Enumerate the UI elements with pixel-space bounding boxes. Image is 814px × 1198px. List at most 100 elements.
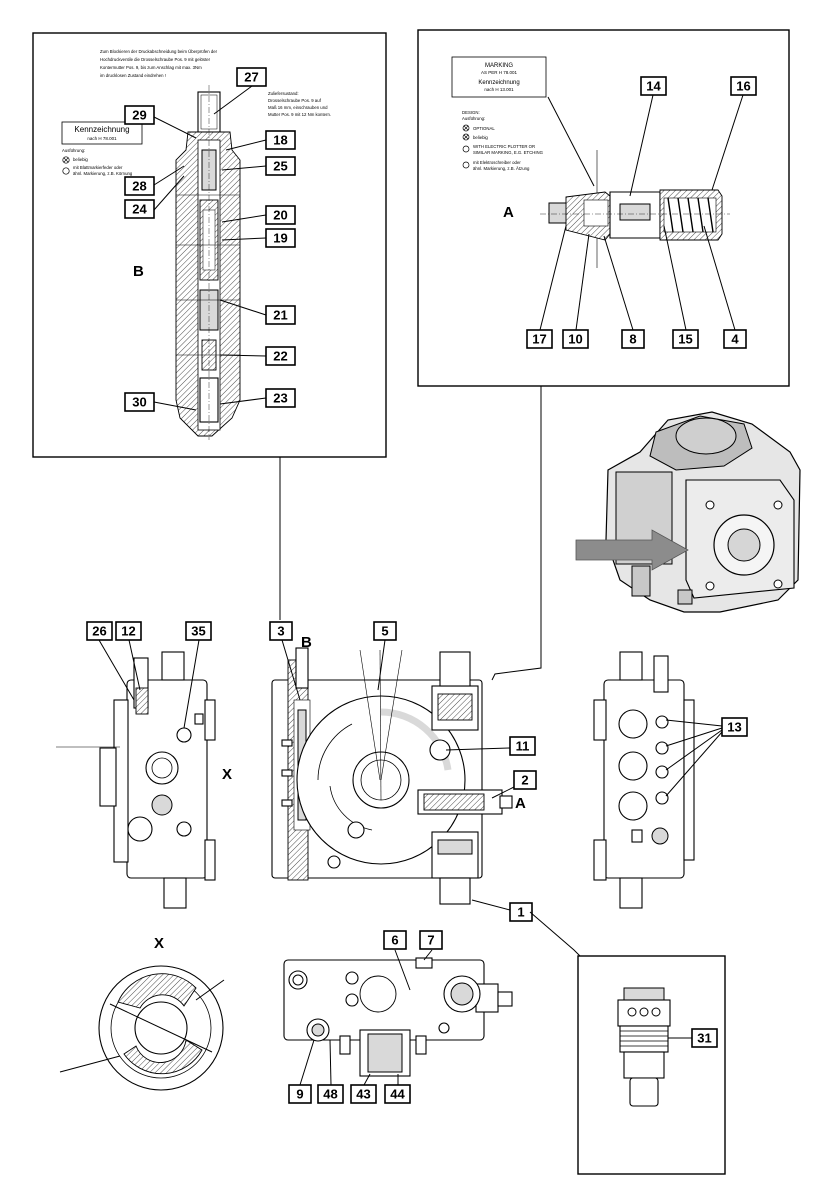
svg-text:6: 6 xyxy=(391,933,398,948)
label-11: 11 xyxy=(509,736,536,756)
label-16: 16 xyxy=(730,76,757,96)
detail-31-view: 31 xyxy=(529,911,726,1175)
marking-sub: nach H 78.001 xyxy=(87,136,117,141)
svg-text:23: 23 xyxy=(273,391,287,406)
svg-text:1: 1 xyxy=(517,905,524,920)
view-letter-a-front: A xyxy=(515,795,526,812)
marking-sub: AS PER H 78.001 xyxy=(481,70,518,75)
svg-text:35: 35 xyxy=(191,624,205,639)
svg-text:24: 24 xyxy=(132,202,147,217)
view-letter-x: X xyxy=(222,766,232,783)
svg-text:17: 17 xyxy=(532,332,546,347)
label-20: 20 xyxy=(265,205,296,225)
option-1-text: beliebig xyxy=(73,157,88,162)
design-label: DESIGN: xyxy=(462,110,480,115)
detail-a-design-note: DESIGN: Ausführung: OPTIONAL beliebig WI… xyxy=(462,110,544,171)
option-2-line1: mit Blattmarkierfeder oder xyxy=(73,165,123,170)
svg-text:31: 31 xyxy=(697,1031,711,1046)
svg-text:16: 16 xyxy=(736,79,750,94)
svg-text:48: 48 xyxy=(323,1087,337,1102)
label-19: 19 xyxy=(265,228,296,248)
label-7: 7 xyxy=(419,930,443,950)
svg-text:25: 25 xyxy=(273,159,287,174)
label-26: 26 xyxy=(86,621,113,641)
label-18: 18 xyxy=(265,130,296,150)
option-2-text: beliebig xyxy=(473,135,488,140)
label-27: 27 xyxy=(236,67,267,87)
detail-b-delivery-note: Zuliefersustand: Drosselschraube Pos. 9 … xyxy=(268,91,331,117)
view-letter-x-round: X xyxy=(154,935,164,952)
svg-text:21: 21 xyxy=(273,308,287,323)
cartridge-cross-section xyxy=(175,85,241,440)
svg-text:30: 30 xyxy=(132,395,146,410)
detail-b-marking-box: Kennzeichnung nach H 78.001 Ausführung: … xyxy=(61,121,143,176)
label-21: 21 xyxy=(265,305,296,325)
svg-text:8: 8 xyxy=(629,332,636,347)
svg-text:12: 12 xyxy=(121,624,135,639)
label-30: 30 xyxy=(124,392,155,412)
svg-text:22: 22 xyxy=(273,349,287,364)
label-24: 24 xyxy=(124,199,155,219)
svg-text:5: 5 xyxy=(381,624,388,639)
option-3-line1: WITH ELECTRIC PLOTTER OR xyxy=(473,144,535,149)
label-17: 17 xyxy=(526,329,553,349)
front-view: B A 3 5 11 2 1 xyxy=(269,621,537,922)
svg-text:14: 14 xyxy=(646,79,661,94)
temperature-sensor-part xyxy=(617,987,671,1107)
svg-text:3: 3 xyxy=(277,624,284,639)
label-14: 14 xyxy=(640,76,667,96)
note-line: Hochdruckventile die Drosselschraube Pos… xyxy=(100,57,211,62)
view-letter-b: B xyxy=(133,263,144,280)
ausfuehrung-label: Ausführung: xyxy=(462,116,485,121)
label-23: 23 xyxy=(265,388,296,408)
label-28: 28 xyxy=(124,176,155,196)
note-line: Drosselschraube Pos. 9 auf xyxy=(268,98,322,103)
label-15: 15 xyxy=(672,329,699,349)
detail-b-instruction-note: Zum Blockieren der Druckabschneidung bei… xyxy=(100,49,218,78)
label-1: 1 xyxy=(509,902,533,922)
pointer-arrow-icon xyxy=(575,529,689,571)
label-13: 13 xyxy=(721,717,748,737)
label-4: 4 xyxy=(723,329,747,349)
svg-text:19: 19 xyxy=(273,231,287,246)
label-25: 25 xyxy=(265,156,296,176)
option-empty-icon xyxy=(462,145,470,153)
label-31: 31 xyxy=(691,1028,718,1048)
svg-text:26: 26 xyxy=(92,624,106,639)
kennzeichnung-title: Kennzeichnung xyxy=(478,80,519,86)
svg-text:18: 18 xyxy=(273,133,287,148)
detail-31-link-line xyxy=(529,911,581,957)
svg-text:44: 44 xyxy=(390,1087,405,1102)
svg-text:27: 27 xyxy=(244,70,258,85)
svg-text:4: 4 xyxy=(731,332,739,347)
marking-title: Kennzeichnung xyxy=(74,125,129,134)
label-35: 35 xyxy=(185,621,212,641)
option-4-line1: mit Elektroschreiber oder xyxy=(473,160,521,165)
svg-text:28: 28 xyxy=(132,179,146,194)
label-48: 48 xyxy=(317,1084,344,1104)
note-line: Zuliefersustand: xyxy=(268,91,299,96)
label-5: 5 xyxy=(373,621,397,641)
option-empty-icon xyxy=(62,167,70,175)
label-2: 2 xyxy=(513,770,537,790)
option-1-text: OPTIONAL xyxy=(473,126,495,131)
detail-a-marking-box: MARKING AS PER H 78.001 Kennzeichnung na… xyxy=(451,56,547,98)
note-line: Maß 16 mm, einschrauben und xyxy=(268,105,328,110)
svg-text:2: 2 xyxy=(521,773,528,788)
note-line: Mutter Pos. 9 mit 12 Nm kontern. xyxy=(268,112,331,117)
label-9: 9 xyxy=(288,1084,312,1104)
label-10: 10 xyxy=(562,329,589,349)
svg-text:20: 20 xyxy=(273,208,287,223)
svg-text:29: 29 xyxy=(132,108,146,123)
svg-text:10: 10 xyxy=(568,332,582,347)
option-empty-icon xyxy=(462,161,470,169)
option-2-line2: ähnl. Markierung, z.B. Körnung xyxy=(73,171,133,176)
label-8: 8 xyxy=(621,329,645,349)
detail-31-frame xyxy=(577,955,726,1175)
view-letter-a: A xyxy=(503,204,514,221)
detail-b-frame xyxy=(32,32,387,458)
label-29: 29 xyxy=(124,105,155,125)
detail-b-view: Zum Blockieren der Druckabschneidung bei… xyxy=(32,32,387,458)
pump-illustration xyxy=(575,411,801,613)
